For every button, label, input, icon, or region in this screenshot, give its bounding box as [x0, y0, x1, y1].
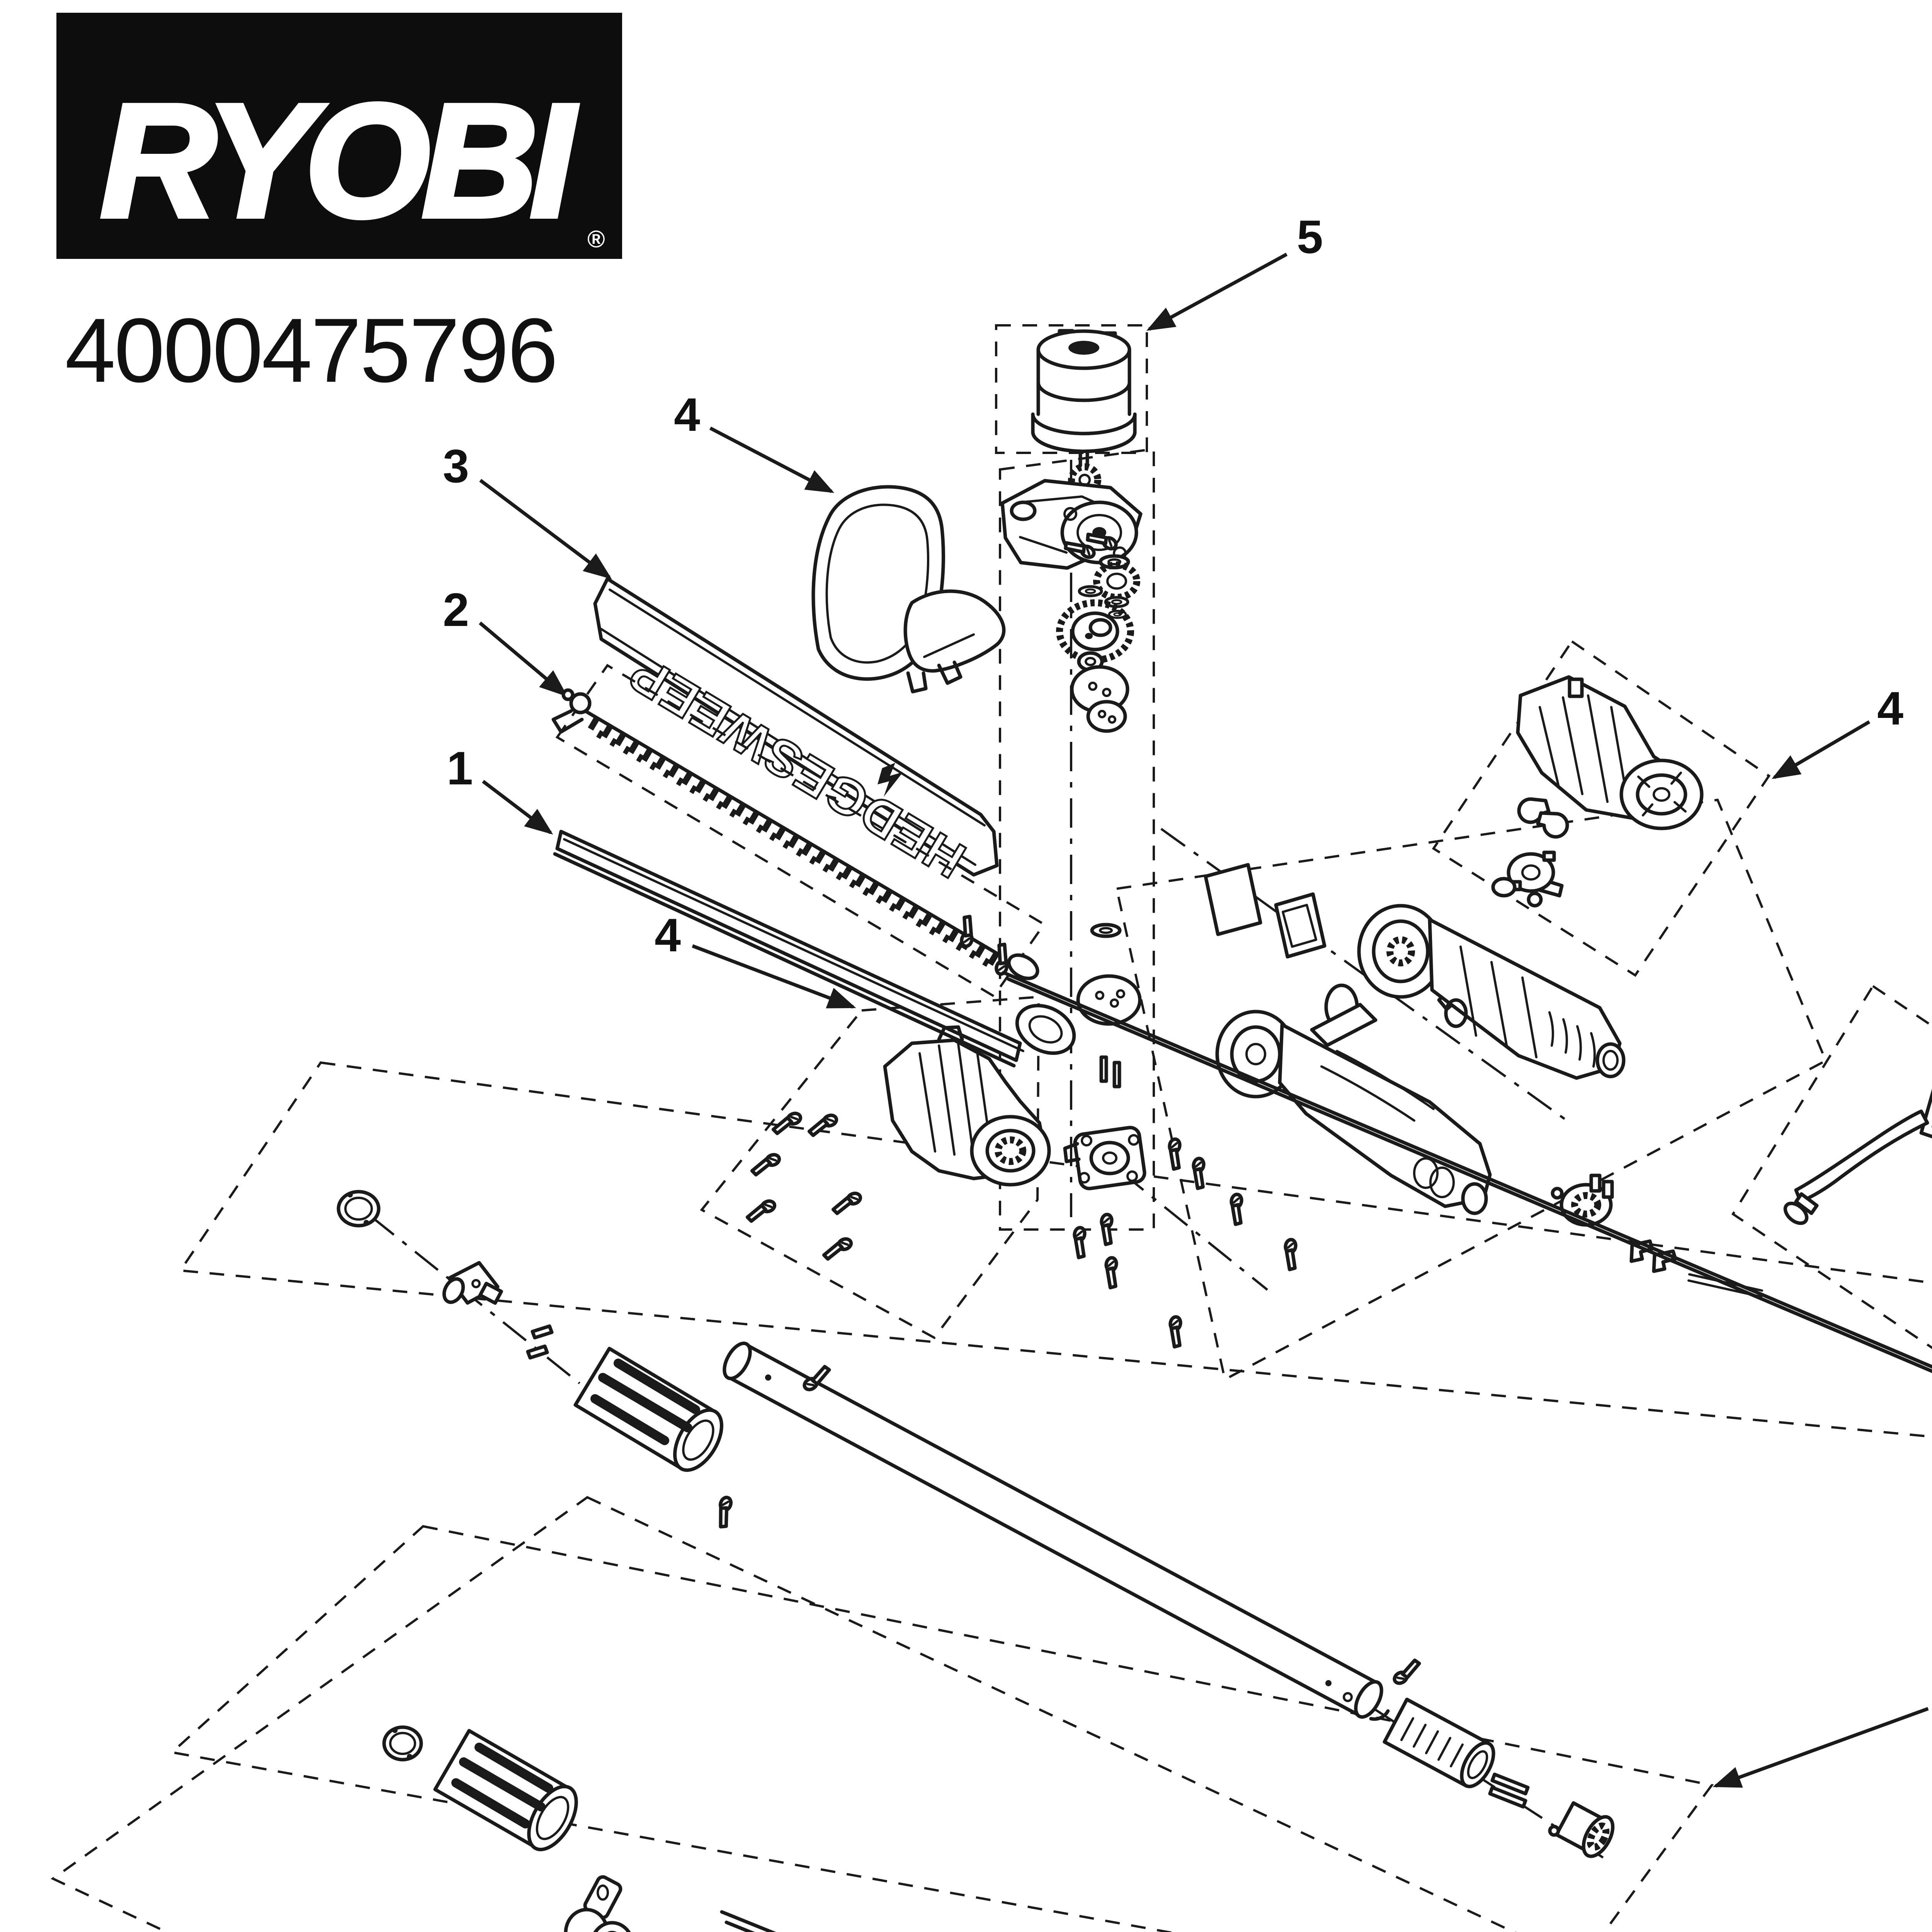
gasket-frame — [1274, 892, 1327, 959]
mid-shaft-tube — [723, 1341, 1615, 1858]
box-pivot-bracket — [1432, 639, 1771, 977]
hanger-bracket — [564, 1875, 631, 1932]
grip-coupler-2 — [433, 1729, 578, 1852]
drive-rods-lower — [720, 1910, 776, 1932]
motor — [1031, 329, 1137, 497]
box-motor — [995, 324, 1148, 454]
housing-half-right — [1357, 904, 1626, 1080]
part-number: 4000475796 — [65, 299, 557, 401]
label-sticker — [1204, 863, 1262, 936]
corrugated-coupler — [1383, 1697, 1495, 1788]
shoulder-strap — [1783, 1088, 1932, 1225]
leader-4c — [692, 944, 856, 1009]
leader-5 — [1146, 253, 1288, 331]
box-upper-shaft — [178, 1061, 1932, 1438]
leader-2 — [479, 621, 568, 697]
motor-housing-group — [1166, 797, 1763, 1348]
callout-4c: 4 — [655, 909, 681, 961]
box-gear-column — [999, 447, 1155, 1231]
callout-4a: 4 — [674, 388, 700, 441]
leader-7 — [1713, 1707, 1929, 1788]
drive-rods-upper — [1002, 971, 1932, 1373]
fork-clips — [1488, 1772, 1530, 1809]
logo-text: RYOBI — [100, 70, 578, 251]
box-powerhead — [51, 1496, 1517, 1932]
callout-3: 3 — [443, 440, 469, 492]
clamp-half-b — [1536, 811, 1569, 839]
box-strap — [1731, 984, 1932, 1349]
lightning-bolt-icon — [878, 763, 903, 797]
leader-4b — [1772, 720, 1871, 779]
callout-2: 2 — [443, 583, 469, 636]
gearcase-assembly — [1000, 479, 1146, 1289]
callout-5: 5 — [1297, 211, 1323, 263]
blade-cover-plate — [1063, 1126, 1146, 1190]
logo-background — [56, 13, 622, 259]
leader-4a — [709, 427, 835, 493]
gear-housing — [745, 1025, 1051, 1260]
clip — [526, 1344, 549, 1360]
o-ring-small — [1444, 998, 1468, 1028]
leader-1 — [482, 780, 553, 835]
grip-coupler — [573, 1347, 723, 1472]
callouts: 1 2 3 4 4 4 5 6 7 8 9 — [443, 211, 1929, 1788]
registered-mark: ® — [587, 226, 605, 253]
brand-logo: RYOBI ® — [56, 13, 622, 259]
cutting-blade — [551, 663, 1046, 998]
callout-4b: 4 — [1877, 682, 1903, 735]
group-outlines — [51, 324, 1932, 1932]
box-motor-housing — [1115, 798, 1827, 1381]
box-mid-shaft — [169, 1525, 1714, 1932]
coupler-block — [442, 1261, 503, 1305]
mid-shaft-group — [382, 1725, 631, 1932]
front-seat-handle — [811, 485, 1006, 694]
splined-adapter — [1548, 1801, 1615, 1858]
upper-shaft-group — [337, 1190, 736, 1529]
adjuster-hub — [1491, 850, 1556, 898]
clip — [531, 1324, 554, 1340]
blade-guide-bar — [553, 830, 1076, 1068]
callout-1: 1 — [447, 742, 473, 794]
leader-3 — [479, 479, 612, 579]
